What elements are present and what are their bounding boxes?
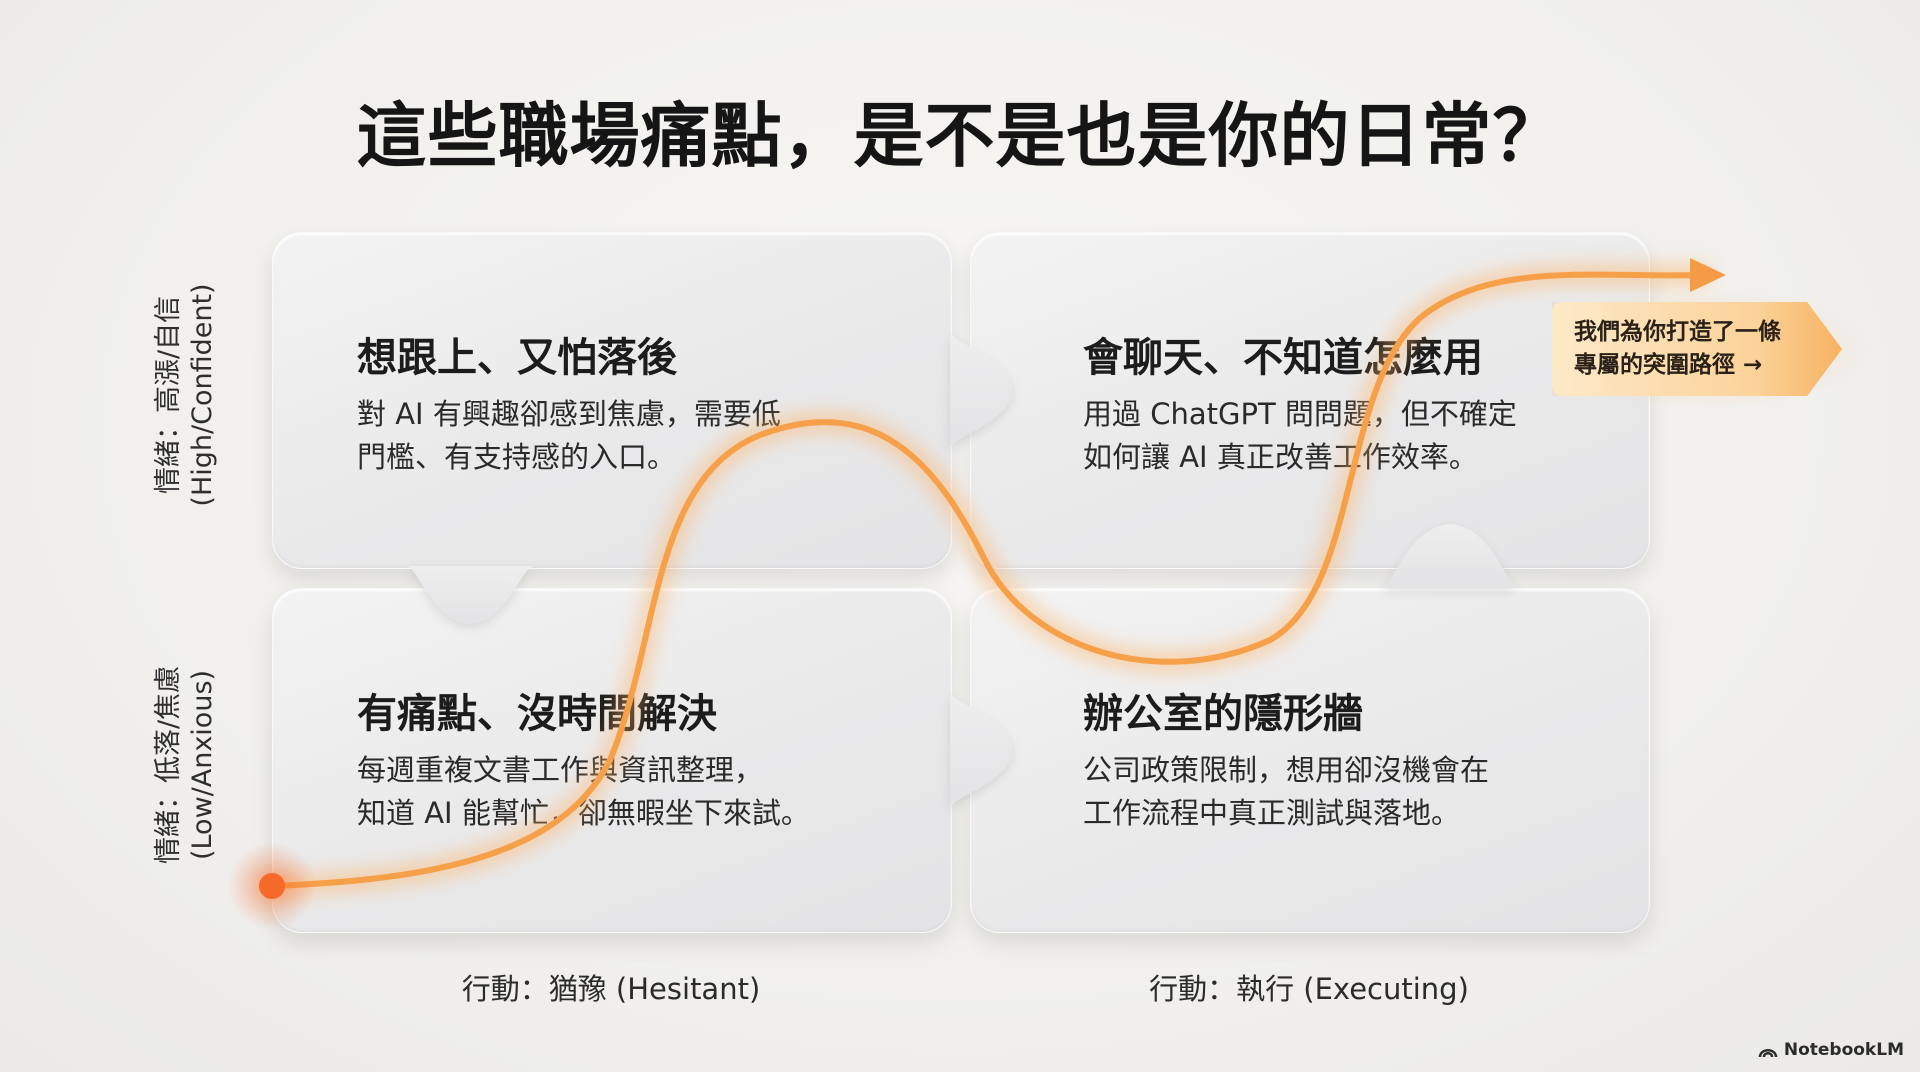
body-line: 知道 AI 能幫忙，卻無暇坐下來試。 xyxy=(357,796,810,830)
quadrant-body-top-right: 用過 ChatGPT 問問題，但不確定 如何讓 AI 真正改善工作效率。 xyxy=(1083,393,1517,479)
x-axis-label-executing: 行動：執行 (Executing) xyxy=(1149,972,1469,1006)
body-line: 門檻、有支持感的入口。 xyxy=(357,440,677,474)
quadrant-card-top-left: 想跟上、又怕落後 對 AI 有興趣卻感到焦慮，需要低 門檻、有支持感的入口。 xyxy=(272,232,952,569)
journey-arrowhead xyxy=(1690,258,1726,292)
body-line: 如何讓 AI 真正改善工作效率。 xyxy=(1083,440,1478,474)
quadrant-card-bottom-left: 有痛點、沒時間解決 每週重複文書工作與資訊整理， 知道 AI 能幫忙，卻無暇坐下… xyxy=(272,588,952,933)
watermark: NotebookLM xyxy=(1758,1040,1904,1060)
quadrant-heading-top-right: 會聊天、不知道怎麼用 xyxy=(1083,335,1483,381)
body-line: 對 AI 有興趣卻感到焦慮，需要低 xyxy=(357,397,781,431)
quadrant-card-bottom-right: 辦公室的隱形牆 公司政策限制，想用卻沒機會在 工作流程中真正測試與落地。 xyxy=(970,588,1650,933)
quadrant-body-top-left: 對 AI 有興趣卻感到焦慮，需要低 門檻、有支持感的入口。 xyxy=(357,393,781,479)
callout-arrow-box: 我們為你打造了一條 專屬的突圍路徑 → xyxy=(1552,302,1842,396)
page-title: 這些職場痛點，是不是也是你的日常？ xyxy=(356,95,1564,177)
quadrant-heading-bottom-left: 有痛點、沒時間解決 xyxy=(357,691,717,737)
callout-text: 我們為你打造了一條 專屬的突圍路徑 → xyxy=(1574,316,1781,382)
quadrant-heading-top-left: 想跟上、又怕落後 xyxy=(357,335,677,381)
y-axis-label-high: 情緒：高漲/自信 (High/Confident) xyxy=(153,262,218,527)
y-axis-label-line: (High/Confident) xyxy=(187,282,218,507)
callout-line: 我們為你打造了一條 xyxy=(1574,319,1781,345)
body-line: 工作流程中真正測試與落地。 xyxy=(1083,796,1461,830)
quadrant-body-bottom-right: 公司政策限制，想用卻沒機會在 工作流程中真正測試與落地。 xyxy=(1083,749,1489,835)
y-axis-label-line: 情緒：高漲/自信 xyxy=(153,295,184,494)
body-line: 公司政策限制，想用卻沒機會在 xyxy=(1083,753,1490,787)
y-axis-label-line: (Low/Anxious) xyxy=(187,669,218,860)
notebooklm-logo-icon xyxy=(1758,1049,1778,1058)
x-axis-label-hesitant: 行動：猶豫 (Hesitant) xyxy=(461,972,761,1006)
y-axis-label-low: 情緒：低落/焦慮 (Low/Anxious) xyxy=(153,632,218,897)
body-line: 用過 ChatGPT 問問題，但不確定 xyxy=(1083,397,1517,431)
quadrant-card-top-right: 會聊天、不知道怎麼用 用過 ChatGPT 問問題，但不確定 如何讓 AI 真正… xyxy=(970,232,1650,569)
y-axis-label-line: 情緒：低落/焦慮 xyxy=(153,665,184,864)
quadrant-body-bottom-left: 每週重複文書工作與資訊整理， 知道 AI 能幫忙，卻無暇坐下來試。 xyxy=(357,749,810,835)
body-line: 每週重複文書工作與資訊整理， xyxy=(357,753,764,787)
callout-line: 專屬的突圍路徑 → xyxy=(1574,352,1763,378)
watermark-text: NotebookLM xyxy=(1783,1040,1904,1060)
quadrant-heading-bottom-right: 辦公室的隱形牆 xyxy=(1083,691,1363,737)
